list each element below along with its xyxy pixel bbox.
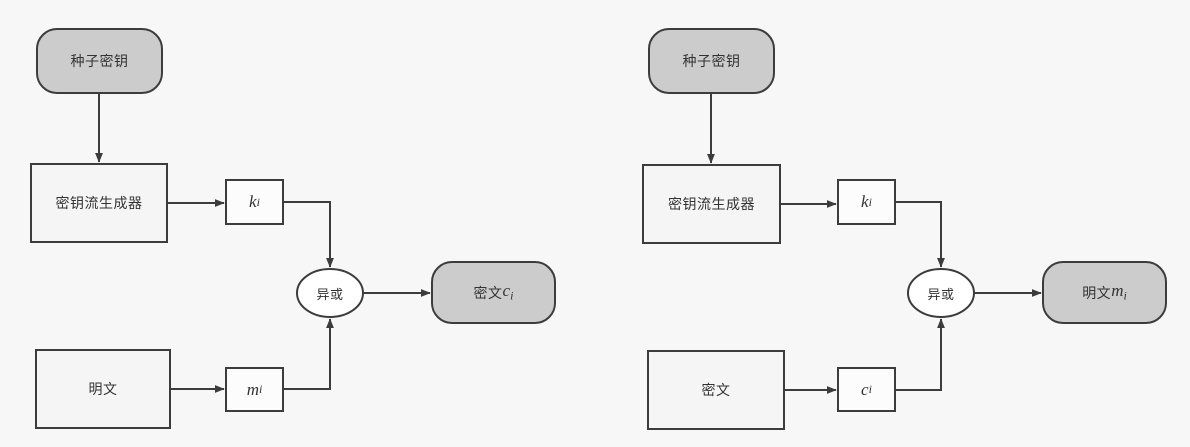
- node-ciphertext-source[interactable]: [647, 350, 785, 430]
- node-cipher-byte[interactable]: [837, 367, 896, 412]
- node-ciphertext-output[interactable]: [431, 261, 556, 324]
- edges-encryption: [95, 93, 431, 393]
- edge-cipherbyte-to-xor: [895, 318, 945, 391]
- edge-keybyte-to-xor: [283, 201, 334, 268]
- node-key-byte[interactable]: [837, 179, 896, 225]
- node-xor-operator[interactable]: [296, 268, 364, 318]
- node-keystream-generator[interactable]: [30, 163, 168, 243]
- diagram-decryption: [642, 28, 1167, 430]
- node-seed-key[interactable]: [648, 28, 775, 94]
- edge-keybyte-to-xor: [895, 201, 945, 268]
- edge-msgbyte-to-xor: [283, 318, 334, 390]
- node-xor-operator[interactable]: [907, 268, 975, 318]
- node-keystream-generator[interactable]: [642, 164, 781, 244]
- node-message-byte[interactable]: [225, 367, 284, 412]
- node-plaintext-source[interactable]: [35, 349, 171, 429]
- diagram-encryption: [30, 28, 556, 429]
- edges-decryption: [707, 93, 1042, 394]
- node-key-byte[interactable]: [225, 179, 284, 225]
- node-seed-key[interactable]: [36, 28, 163, 94]
- node-plaintext-output[interactable]: [1042, 261, 1167, 324]
